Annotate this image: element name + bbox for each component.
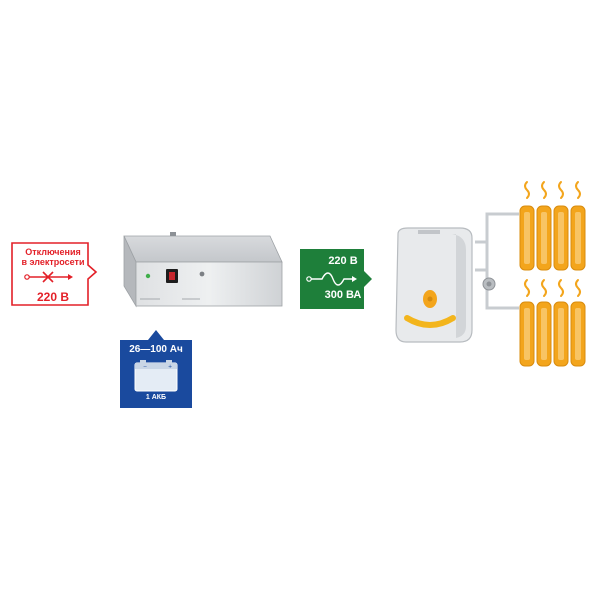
output-power: 300 ВА [324,289,362,301]
battery-callout: − + 26—100 Ач 1 АКБ [120,330,192,408]
heat-wave-icon [558,181,564,199]
outage-voltage: 220 В [36,290,70,304]
heat-wave-icon [524,181,530,199]
outage-title-line1: Отключения [25,247,81,257]
crossed-wire-icon [24,271,73,283]
battery-count: 1 АКБ [145,394,167,401]
radiators-illustration [475,181,586,367]
pipes [475,212,519,310]
svg-text:−: − [143,364,147,370]
output-callout-frame [300,249,372,309]
pump-icon [482,277,496,291]
outage-title-line2: в электросети [21,257,85,267]
heat-wave-icon [575,279,581,297]
heat-wave-icon [524,279,530,297]
output-callout: 220 В 300 ВА [300,249,378,309]
heat-waves-top [524,181,581,199]
svg-text:+: + [168,364,172,370]
boiler-illustration [395,227,473,343]
power-outage-callout: Отключения в электросети 220 В [10,241,100,307]
outage-callout-frame [11,242,98,306]
battery-callout-frame: − + [120,330,192,408]
radiator-bottom [519,301,586,367]
power-switch-icon [169,272,175,280]
ups-unit [112,228,290,312]
status-led-icon [145,273,151,279]
sine-wave-icon [306,272,357,286]
heat-wave-icon [541,279,547,297]
output-voltage: 220 В [328,255,358,267]
battery-capacity: 26—100 Ач [129,344,183,355]
gas-boiler [390,226,480,346]
heat-wave-icon [541,181,547,199]
heat-waves-bottom [524,279,581,297]
radiator-top [519,205,586,271]
heat-wave-icon [558,279,564,297]
ups-illustration [123,232,283,308]
heating-radiators [475,180,590,380]
heat-wave-icon [575,181,581,199]
battery-icon: − + [134,360,178,392]
